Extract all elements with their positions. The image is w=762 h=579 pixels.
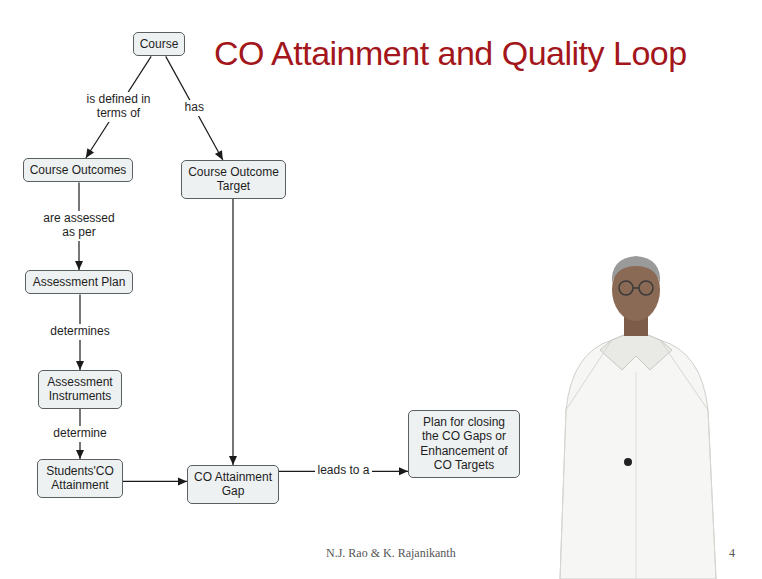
- shirt-placket: [636, 372, 637, 579]
- concept-box: Course Outcome Target: [181, 160, 286, 199]
- concept-text: Plan for closing the CO Gaps or Enhancem…: [413, 415, 515, 473]
- arrow-head: [229, 456, 237, 465]
- glasses: [633, 287, 639, 289]
- concept-box: CO Attainment Gap: [187, 465, 279, 504]
- arm-shade: [660, 340, 716, 579]
- concept-box: Assessment Instruments: [38, 370, 122, 409]
- concept-box: Course: [133, 32, 185, 56]
- glasses: [619, 281, 633, 295]
- glasses: [639, 281, 653, 295]
- concept-box: Assessment Plan: [25, 270, 133, 294]
- shirt: [560, 330, 716, 579]
- concept-text: Assessment Plan: [30, 275, 128, 289]
- hair: [612, 256, 660, 284]
- concept-box: Students'CO Attainment: [37, 459, 123, 498]
- concept-text: Students'CO Attainment: [42, 464, 118, 493]
- connector-line: [123, 481, 187, 482]
- concept-text: Course Outcome Target: [186, 165, 281, 194]
- author-credit: N.J. Rao & K. Rajanikanth: [326, 546, 456, 561]
- slide-number: 4: [729, 546, 735, 561]
- arrow-head: [399, 467, 408, 475]
- arrow-head: [76, 450, 84, 459]
- arrow-head: [215, 150, 223, 160]
- concept-text: Course: [138, 37, 180, 51]
- connector-arrow: [123, 477, 187, 485]
- slide-title: CO Attainment and Quality Loop: [214, 34, 687, 73]
- edge-label: are assessed as per: [40, 211, 118, 241]
- concept-box: Plan for closing the CO Gaps or Enhancem…: [408, 410, 520, 478]
- microphone: [624, 458, 632, 466]
- edge-label: is defined in terms of: [81, 92, 157, 122]
- edge-label: determines: [48, 324, 111, 340]
- edge-label: determine: [51, 426, 108, 442]
- arrow-head: [86, 148, 94, 158]
- concept-box: Course Outcomes: [23, 158, 133, 182]
- concept-text: CO Attainment Gap: [192, 470, 274, 499]
- arm-shade: [560, 340, 612, 579]
- concept-text: Course Outcomes: [28, 163, 128, 177]
- arrow-head: [178, 477, 187, 485]
- connector-line: [232, 199, 233, 465]
- concept-text: Assessment Instruments: [43, 375, 117, 404]
- edge-label: has: [183, 100, 206, 116]
- edge-label: leads to a: [315, 463, 371, 479]
- connector-arrow: [229, 199, 237, 465]
- arrow-head: [76, 361, 84, 370]
- arrow-head: [75, 261, 83, 270]
